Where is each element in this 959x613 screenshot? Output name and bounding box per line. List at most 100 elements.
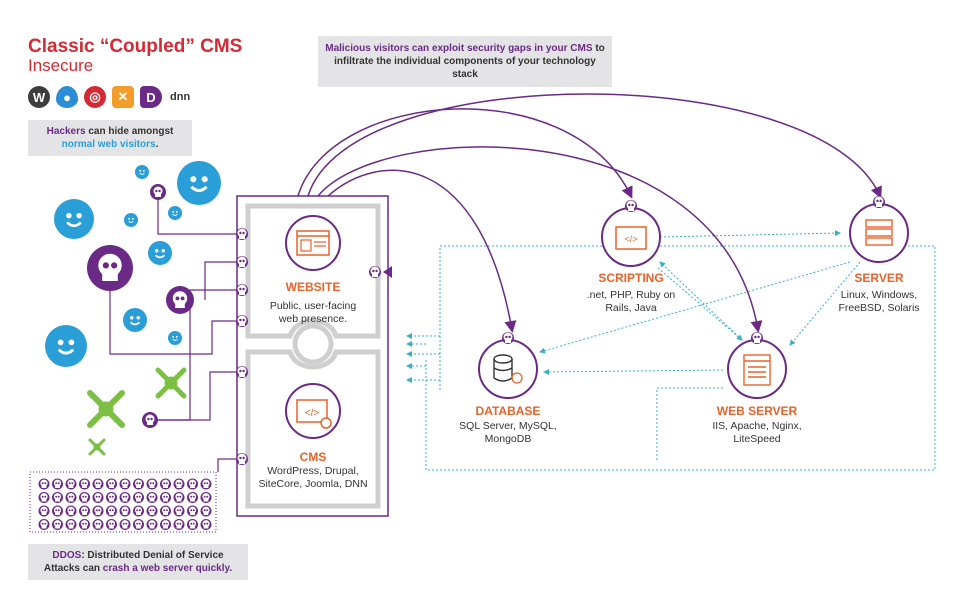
- botnet-skull-icon: [173, 519, 185, 530]
- website-desc-line2: web presence.: [278, 313, 348, 325]
- botnet-skull-icon: [200, 492, 212, 503]
- botnet-skull-icon: [106, 505, 117, 517]
- page-title: Classic “Coupled” CMS: [28, 36, 243, 57]
- botnet-skull-icon: [133, 492, 144, 503]
- top-callout-emphasis: Malicious visitors can exploit security …: [325, 43, 593, 54]
- botnet-skull-icon: [106, 492, 117, 503]
- hackers-blue-text: normal web visitors: [61, 139, 156, 150]
- botnet-skull-icon: [65, 492, 77, 503]
- botnet-skull-icon: [65, 519, 77, 530]
- botnet-skull-icon: [119, 505, 131, 517]
- botnet-skull-icon: [200, 505, 212, 517]
- wrench-icon: [155, 367, 187, 399]
- botnet-skull-icon: [92, 519, 104, 530]
- cms-desc-line1: WordPress, Drupal,: [267, 465, 359, 477]
- botnet-skull-icon: [187, 505, 198, 517]
- server-desc: Linux, Windows, FreeBSD, Solaris: [819, 289, 939, 315]
- website-title: WEBSITE: [285, 280, 341, 294]
- ddos-botnet: [29, 471, 217, 533]
- website-desc-line1: Public, user-facing: [269, 300, 357, 312]
- botnet-skull-icon: [146, 505, 158, 517]
- webserver-desc: IIS, Apache, Nginx, LiteSpeed: [692, 420, 822, 446]
- smiley-icon: [54, 199, 94, 239]
- botnet-skull-icon: [187, 519, 198, 530]
- botnet-skull-icon: [38, 505, 50, 517]
- botnet-skull-icon: [38, 478, 50, 490]
- top-callout: Malicious visitors can exploit security …: [318, 36, 612, 87]
- smiley-icon: [135, 165, 149, 179]
- botnet-skull-icon: [133, 519, 144, 530]
- cms-desc-line2: SiteCore, Joomla, DNN: [258, 478, 368, 490]
- botnet-skull-icon: [52, 519, 63, 530]
- cms-title: CMS: [299, 450, 327, 464]
- smiley-icon: [168, 206, 182, 220]
- botnet-skull-icon: [146, 492, 158, 503]
- ddos-line2-emphasis: crash a web server quickly: [102, 563, 230, 574]
- skull-icon: [150, 184, 166, 200]
- botnet-skull-icon: [52, 478, 63, 490]
- botnet-skull-icon: [146, 519, 158, 530]
- smiley-icon: [45, 325, 87, 367]
- ddos-line2-a: Attacks can: [43, 563, 100, 574]
- botnet-skull-icon: [92, 492, 104, 503]
- botnet-skull-icon: [79, 478, 90, 490]
- ddos-emphasis: DDOS: [52, 550, 82, 561]
- botnet-skull-icon: [119, 519, 131, 530]
- ddos-line2-end: .: [229, 563, 233, 574]
- entry-skull-markers: [236, 228, 381, 465]
- botnet-skull-icon: [79, 492, 90, 503]
- botnet-skull-icon: [187, 478, 198, 490]
- dnn-logo: D: [140, 86, 162, 108]
- botnet-skull-icon: [52, 492, 63, 503]
- botnet-skull-icon: [106, 519, 117, 530]
- botnet-skull-icon: [92, 505, 104, 517]
- skull-icon: [166, 286, 194, 314]
- botnet-skull-icon: [200, 478, 212, 490]
- drupal-logo: ●: [56, 86, 78, 108]
- skull-icon: [142, 412, 158, 428]
- botnet-skull-icon: [160, 519, 171, 530]
- svg-text:</>: </>: [624, 234, 637, 244]
- ddos-text: : Distributed Denial of Service: [81, 550, 224, 561]
- botnet-skull-icon: [52, 505, 63, 517]
- cms-logos: W ● ◎ ✕ D dnn: [28, 84, 190, 110]
- botnet-skull-icon: [38, 519, 50, 530]
- database-desc: SQL Server, MySQL, MongoDB: [443, 420, 573, 446]
- server-desc-line1: Linux, Windows,: [840, 289, 918, 301]
- website-desc: Public, user-facing web presence.: [254, 300, 372, 326]
- botnet-skull-icon: [106, 478, 117, 490]
- botnet-skull-icon: [119, 492, 131, 503]
- smiley-icon: [177, 161, 221, 205]
- cloud-icon: [511, 372, 523, 384]
- hackers-callout: Hackers can hide amongst normal web visi…: [28, 120, 192, 156]
- botnet-skull-icon: [65, 505, 77, 517]
- database-desc-line1: SQL Server, MySQL,: [459, 420, 557, 432]
- server-title: SERVER: [854, 271, 904, 285]
- normal-visitors: [45, 161, 221, 367]
- webserver-desc-line2: LiteSpeed: [733, 433, 781, 445]
- scripting-desc: .net, PHP, Ruby on Rails, Java: [571, 289, 691, 315]
- ddos-callout: DDOS: Distributed Denial of Service Atta…: [28, 544, 248, 580]
- node-server: [849, 196, 909, 263]
- botnet-skull-icon: [79, 519, 90, 530]
- botnet-skull-icon: [187, 492, 198, 503]
- smiley-icon: [168, 331, 182, 345]
- botnet-skull-icon: [92, 478, 104, 490]
- top-callout-text: to infiltrate the individual components …: [334, 43, 605, 80]
- webserver-title: WEB SERVER: [716, 404, 798, 418]
- botnet-skull-icon: [160, 478, 171, 490]
- website-icon: [296, 230, 330, 256]
- tool-icons: [87, 367, 187, 456]
- smiley-icon: [148, 241, 172, 265]
- database-desc-line2: MongoDB: [484, 433, 532, 445]
- hacker-visitors: [87, 184, 194, 428]
- internal-connections: [406, 230, 936, 471]
- server-desc-line2: FreeBSD, Solaris: [838, 302, 920, 314]
- botnet-skull-icon: [173, 478, 185, 490]
- visitor-lines: [109, 200, 236, 472]
- database-title: DATABASE: [475, 404, 541, 418]
- attack-paths: [297, 93, 882, 333]
- botnet-skull-icon: [133, 478, 144, 490]
- skull-icon: [87, 245, 133, 291]
